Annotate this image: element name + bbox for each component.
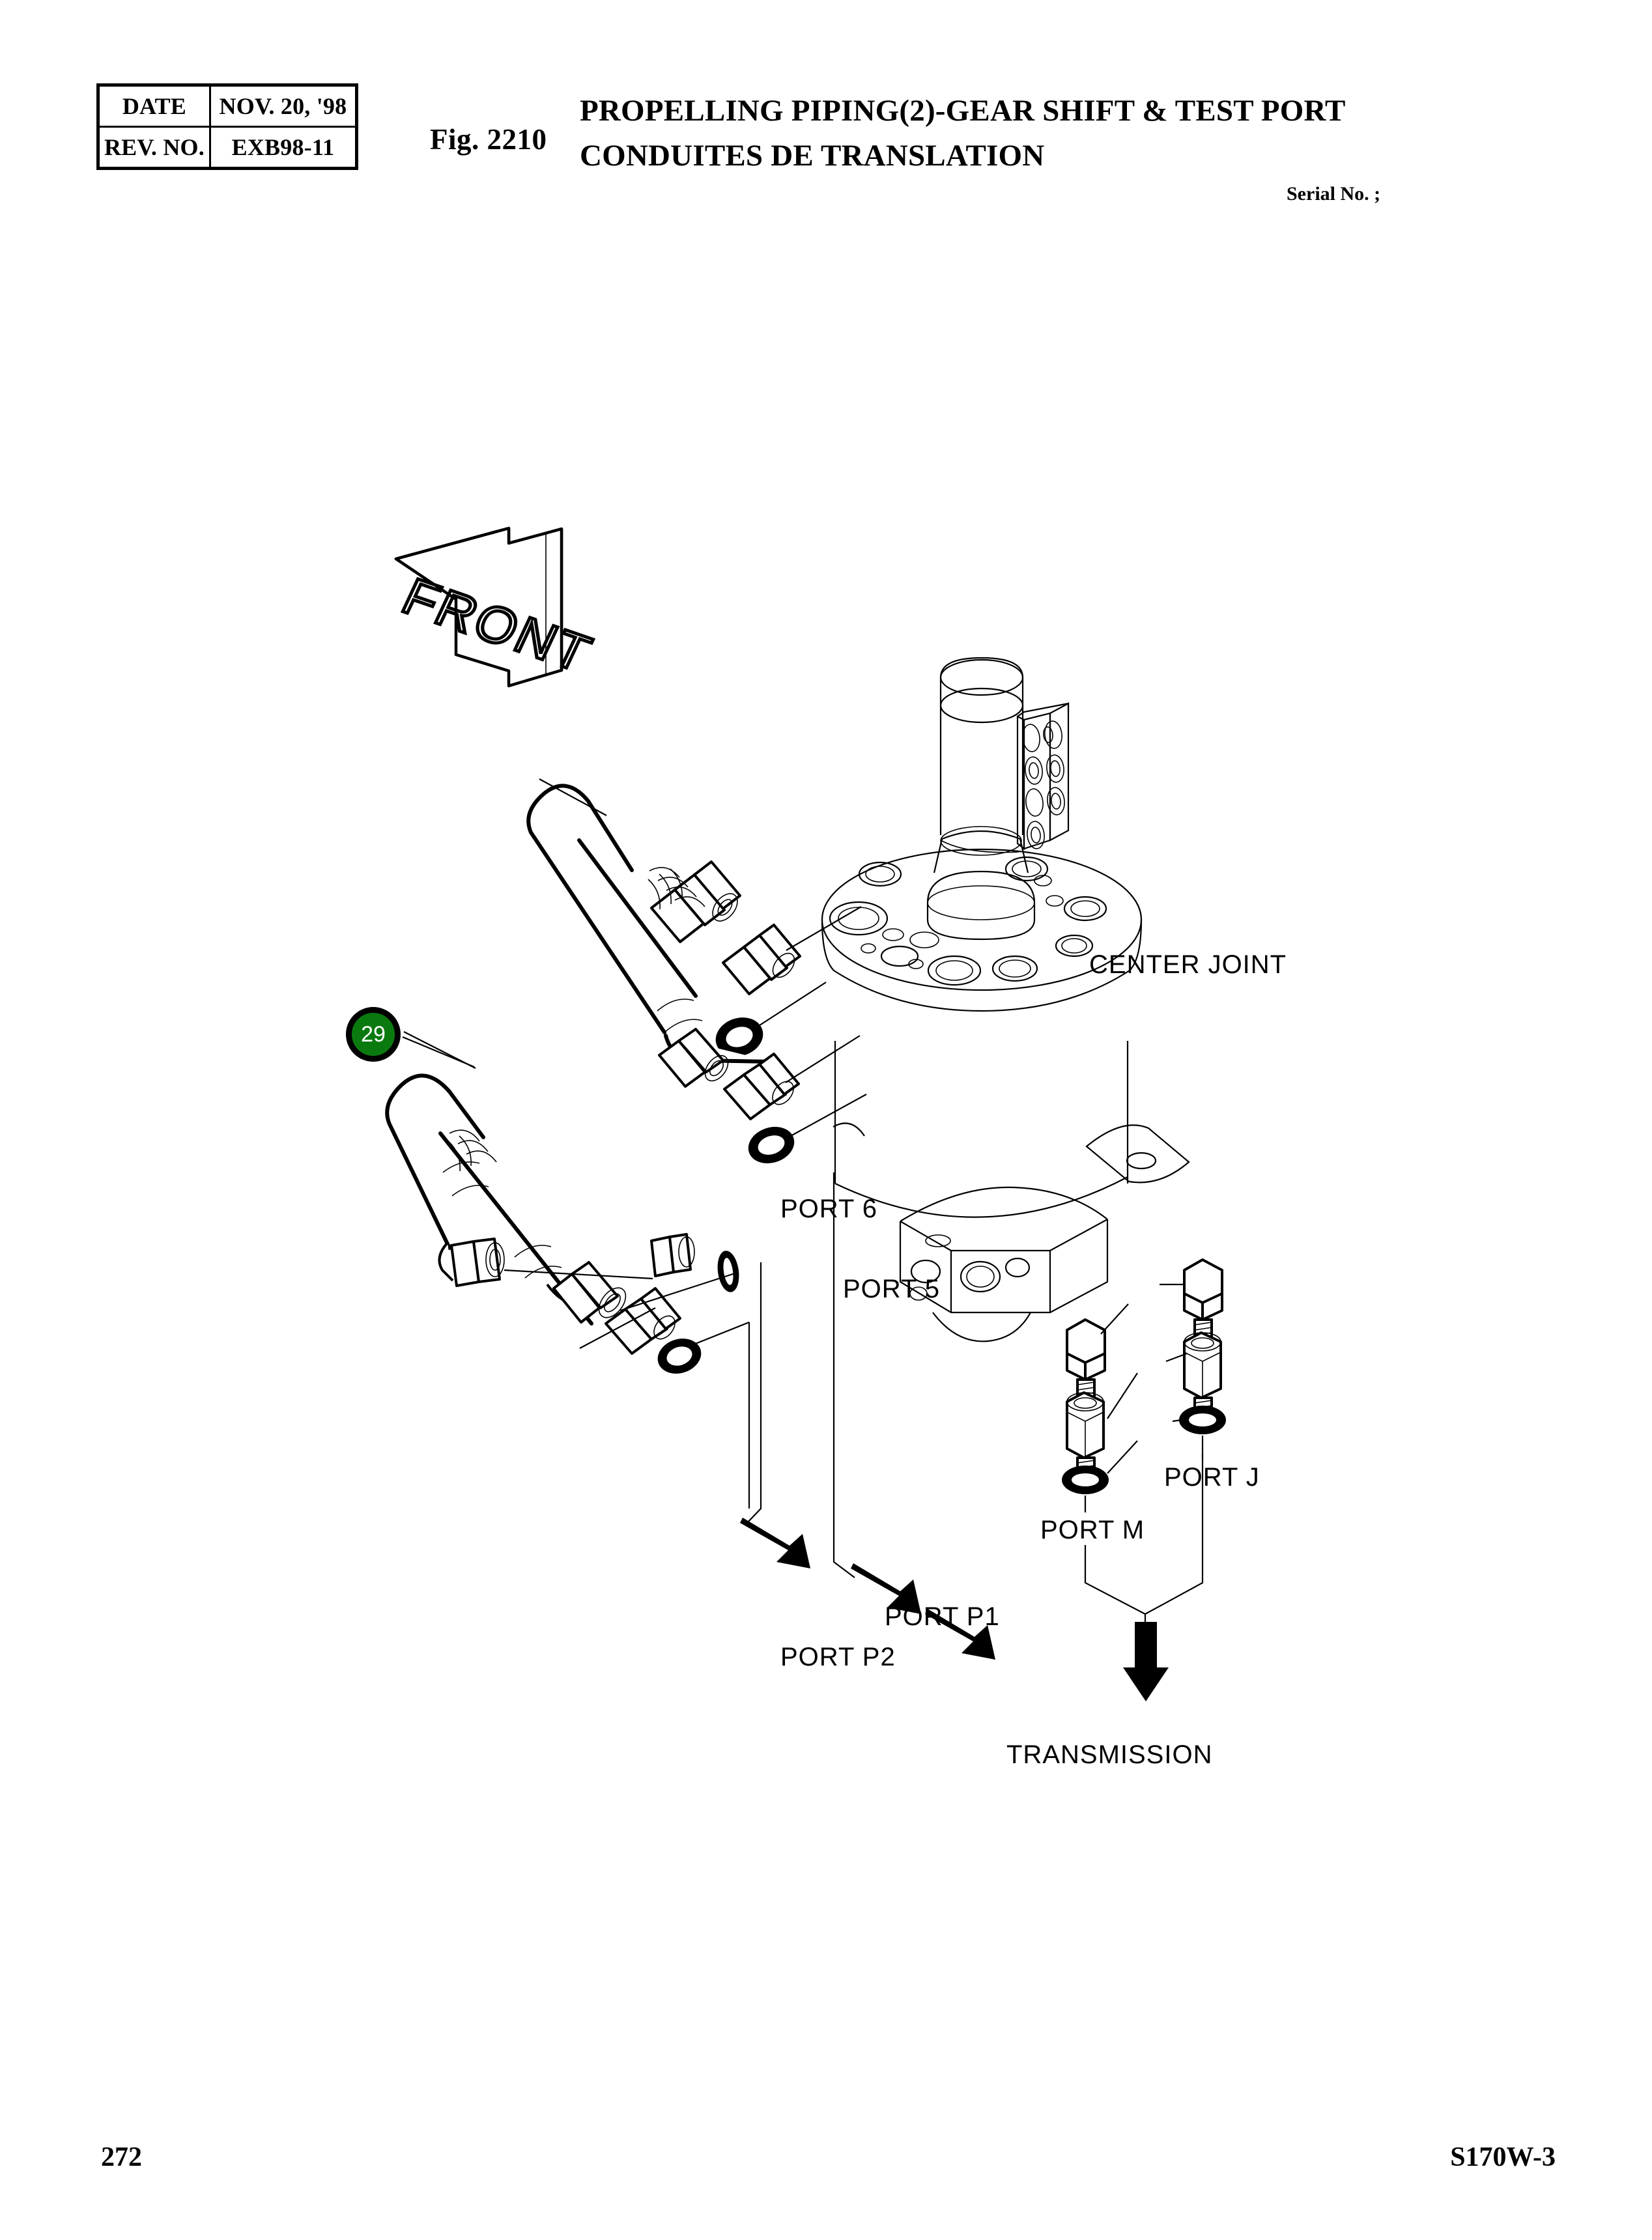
hose-assembly-lower	[385, 1031, 750, 1374]
hex-cap-plug-portm	[1066, 1318, 1106, 1402]
flow-routing-lines	[745, 1172, 1204, 1636]
hose-fitting-second	[658, 1028, 729, 1088]
date-label: DATE	[97, 84, 211, 128]
balloon-leader-line	[402, 1036, 475, 1068]
label-port-p2: PORT P2	[780, 1643, 896, 1671]
o-ring-second	[748, 1127, 795, 1163]
page-title-english: PROPELLING PIPING(2)-GEAR SHIFT & TEST P…	[580, 94, 1346, 128]
table-row: REV. NO. EXB98-11	[97, 126, 358, 169]
front-orientation-arrow: FRONT	[392, 526, 603, 688]
page-title-french: CONDUITES DE TRANSLATION	[580, 139, 1045, 173]
page-number: 272	[101, 2142, 142, 2172]
arrow-port-p2-secondary	[925, 1609, 995, 1660]
arrow-port-p2	[740, 1518, 810, 1568]
part-balloon-29[interactable]: 29	[346, 1007, 401, 1062]
table-row: DATE NOV. 20, '98	[97, 84, 358, 128]
hose-fitting-upper	[650, 860, 741, 943]
o-ring-portj	[1179, 1406, 1226, 1434]
o-ring-port5	[717, 1251, 739, 1292]
label-port-5: PORT 5	[843, 1275, 941, 1303]
connector-upper	[722, 924, 801, 995]
hex-nut-port5	[650, 1233, 695, 1277]
connector-lower	[605, 1287, 681, 1355]
label-port-m: PORT M	[1040, 1516, 1145, 1544]
connector-second	[723, 1053, 800, 1120]
center-joint-assembly	[821, 657, 1190, 1342]
label-transmission: TRANSMISSION	[1006, 1740, 1213, 1769]
label-port-p1: PORT P1	[885, 1602, 1000, 1631]
port-plug-stacks	[1062, 1258, 1226, 1512]
hex-cap-plug-portj	[1183, 1258, 1223, 1342]
hose-fitting-lower-right	[546, 1261, 627, 1324]
hose-braid-hatch-lower	[448, 1129, 497, 1172]
rev-no-value: EXB98-11	[208, 126, 358, 169]
revision-table: DATE NOV. 20, '98 REV. NO. EXB98-11	[96, 83, 358, 170]
o-ring-lower	[657, 1339, 702, 1374]
arrow-transmission	[1123, 1622, 1169, 1701]
label-port-j: PORT J	[1164, 1463, 1260, 1492]
port-face-holes	[1022, 720, 1065, 849]
hose-assembly-second	[658, 1028, 867, 1163]
date-value: NOV. 20, '98	[208, 84, 358, 128]
flow-arrows	[740, 1518, 1169, 1701]
hose-fitting-lower-left	[438, 1238, 505, 1287]
hose-assembly-upper	[526, 778, 862, 1056]
model-code: S170W-3	[1450, 2142, 1556, 2172]
o-ring-upper	[715, 1017, 763, 1056]
rev-no-label: REV. NO.	[97, 126, 211, 169]
label-center-joint: CENTER JOINT	[1089, 950, 1287, 979]
hose-braid-hatch	[648, 867, 705, 910]
o-ring-portm	[1062, 1466, 1109, 1494]
serial-number-field: Serial No. ;	[1287, 183, 1381, 205]
arrow-port-p1	[851, 1563, 921, 1614]
label-port-6: PORT 6	[780, 1195, 878, 1223]
figure-number: Fig. 2210	[430, 123, 547, 156]
